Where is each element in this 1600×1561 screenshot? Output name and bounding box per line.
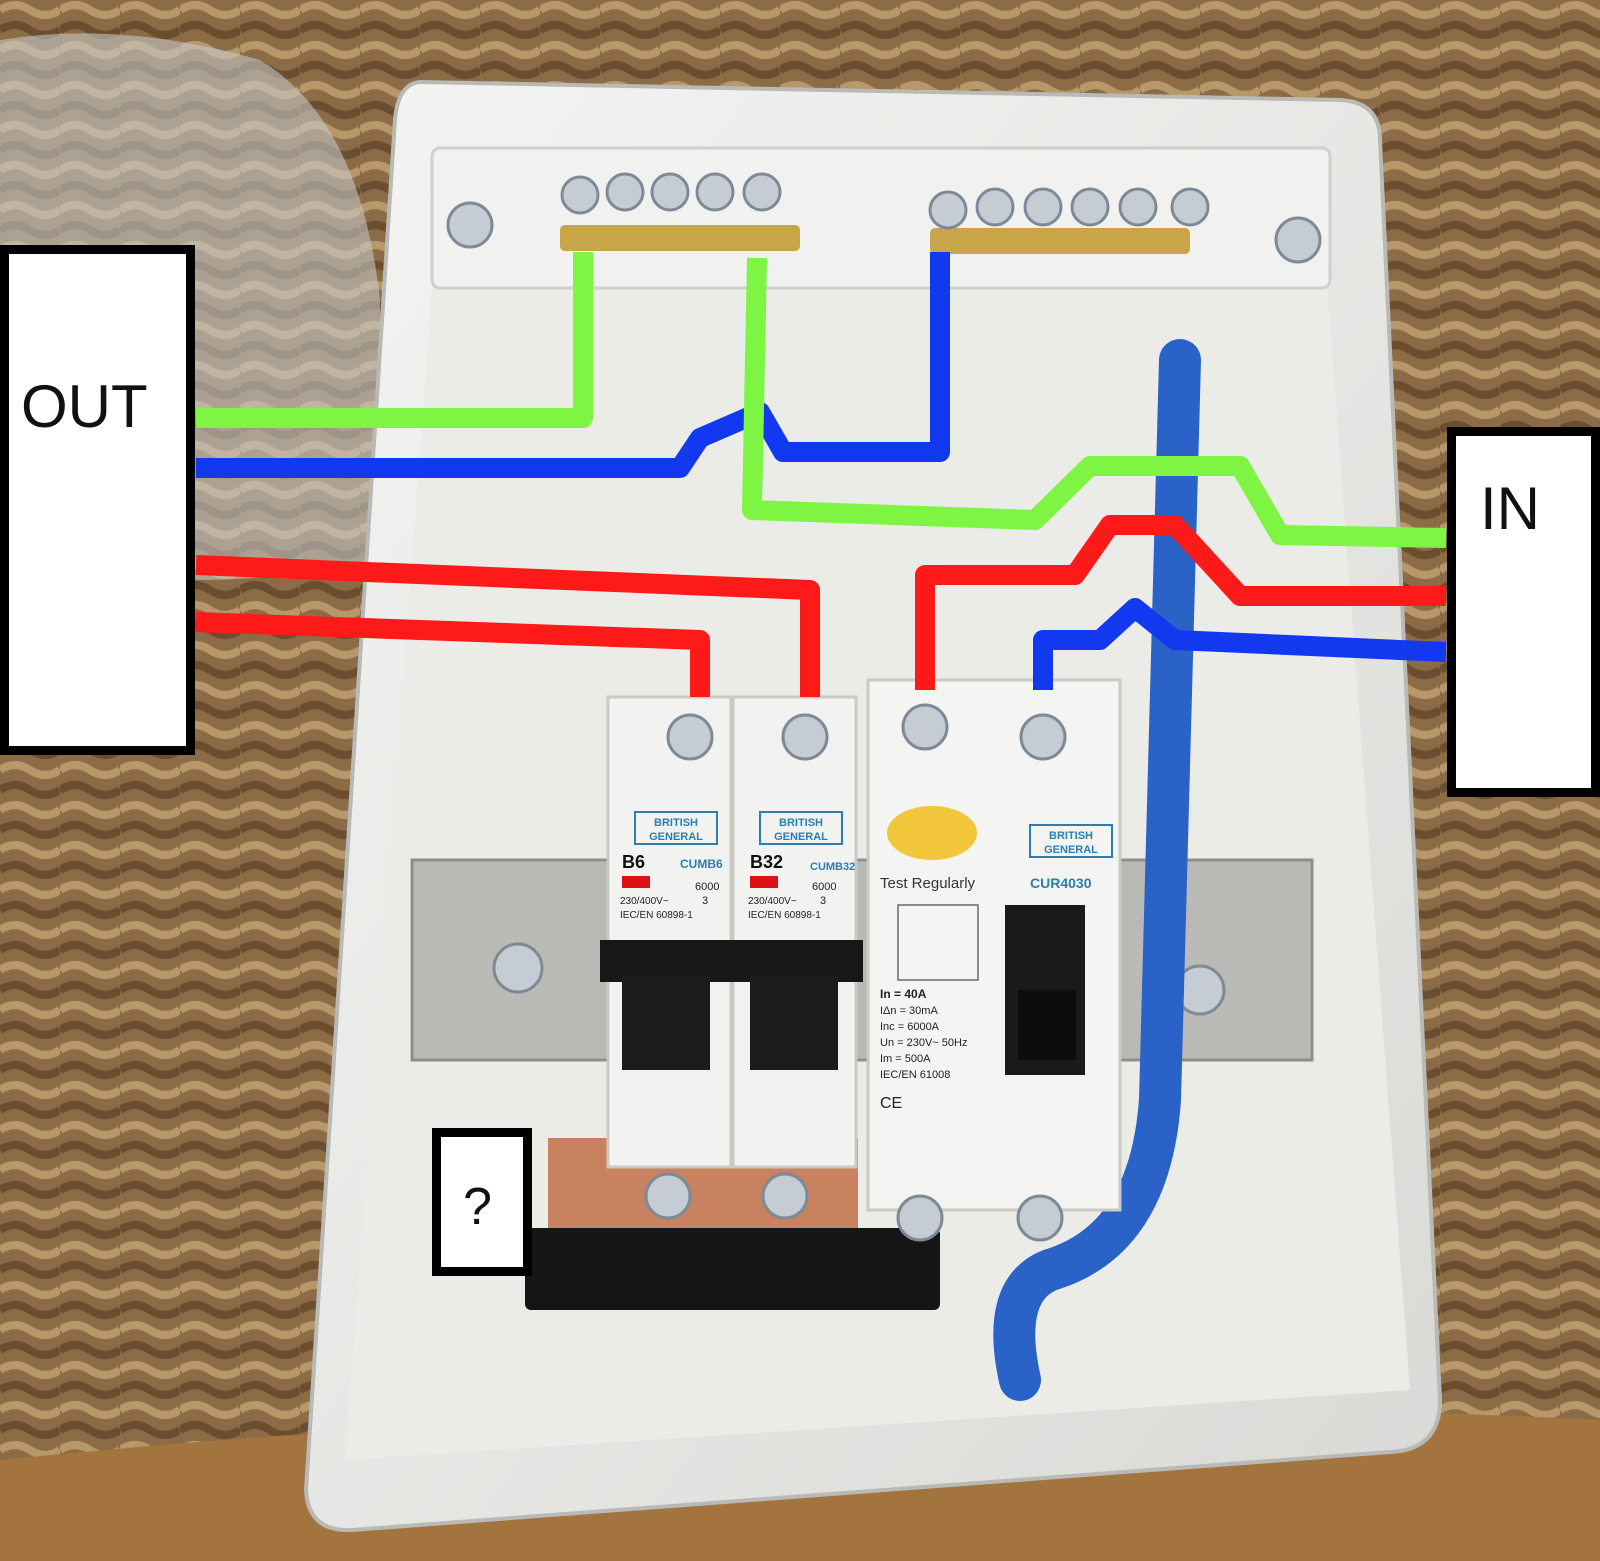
- live-wire-out-2: [195, 612, 710, 697]
- rcd-ce-mark: CE: [880, 1095, 902, 1112]
- busbar-screws: [446, 172, 1322, 264]
- mcb-b32-model: CUMB32: [810, 861, 855, 873]
- rcd-test-text: Test Regularly: [880, 875, 976, 892]
- mcb-b32: BRITISH GENERAL B32 CUMB32 6000 3 230/40…: [727, 695, 863, 1220]
- live-wire-in: [915, 515, 1446, 690]
- mcb-b6-voltage: 230/400V~: [620, 896, 669, 907]
- rcd-spec-1: In = 40A: [880, 987, 927, 1001]
- mcb-b6-rating: B6: [622, 852, 645, 872]
- rcd-brand-1: BRITISH: [1049, 830, 1093, 842]
- mcb-b6: BRITISH GENERAL B6 CUMB6 6000 3 230/400V…: [600, 695, 738, 1220]
- rcd-cur4030: BRITISH GENERAL CUR4030 Test Regularly I…: [866, 678, 1122, 1242]
- rail-screw-left: [492, 942, 544, 994]
- mcb-b32-brand-1: BRITISH: [779, 817, 823, 829]
- earth-wire-out: [196, 252, 593, 428]
- out-label-box: OUT: [0, 245, 195, 755]
- mcb-b32-rating: B32: [750, 852, 783, 872]
- mcb-b32-class: 3: [820, 895, 826, 907]
- rcd-spec-4: Un = 230V~ 50Hz: [880, 1037, 967, 1049]
- rcd-spec-6: IEC/EN 61008: [880, 1069, 950, 1081]
- in-label-box: IN: [1447, 427, 1600, 797]
- rcd-brand-2: GENERAL: [1044, 844, 1098, 856]
- rcd-spec-2: IΔn = 30mA: [880, 1005, 938, 1017]
- neutral-wire-in: [1033, 598, 1447, 690]
- mcb-b6-model: CUMB6: [680, 857, 723, 871]
- rcd-test-button: [887, 806, 977, 860]
- earth-busbar: [560, 225, 800, 251]
- comb-busbar-cover: [525, 1228, 940, 1310]
- mcb-b32-voltage: 230/400V~: [748, 896, 797, 907]
- mcb-b6-toggle: [622, 975, 710, 1070]
- mcb-b32-standard: IEC/EN 60898-1: [748, 910, 821, 921]
- rcd-spec-5: Im = 500A: [880, 1053, 931, 1065]
- earth-wire-in: [742, 257, 1447, 548]
- unknown-label: ?: [463, 1178, 492, 1236]
- mcb-b32-brand-2: GENERAL: [774, 831, 828, 843]
- rcd-toggle: [1018, 990, 1076, 1060]
- mcb-b6-standard: IEC/EN 60898-1: [620, 910, 693, 921]
- neutral-busbar: [930, 228, 1190, 254]
- blue-tail-cable: [993, 339, 1201, 1401]
- mcb-b32-capacity: 6000: [812, 881, 836, 893]
- rcd-model: CUR4030: [1030, 875, 1092, 891]
- mcb-b6-brand-1: BRITISH: [654, 817, 698, 829]
- mcb-b6-class: 3: [702, 895, 708, 907]
- in-label: IN: [1480, 475, 1540, 542]
- live-wire-out-1: [195, 555, 820, 697]
- unknown-label-box: ?: [432, 1128, 532, 1276]
- mcb-b32-toggle: [750, 975, 838, 1070]
- out-label: OUT: [21, 373, 148, 440]
- mcb-b6-brand-2: GENERAL: [649, 831, 703, 843]
- mcb-b6-capacity: 6000: [695, 881, 719, 893]
- rcd-spec-3: Inc = 6000A: [880, 1021, 940, 1033]
- wiring-overlay: [195, 252, 1447, 697]
